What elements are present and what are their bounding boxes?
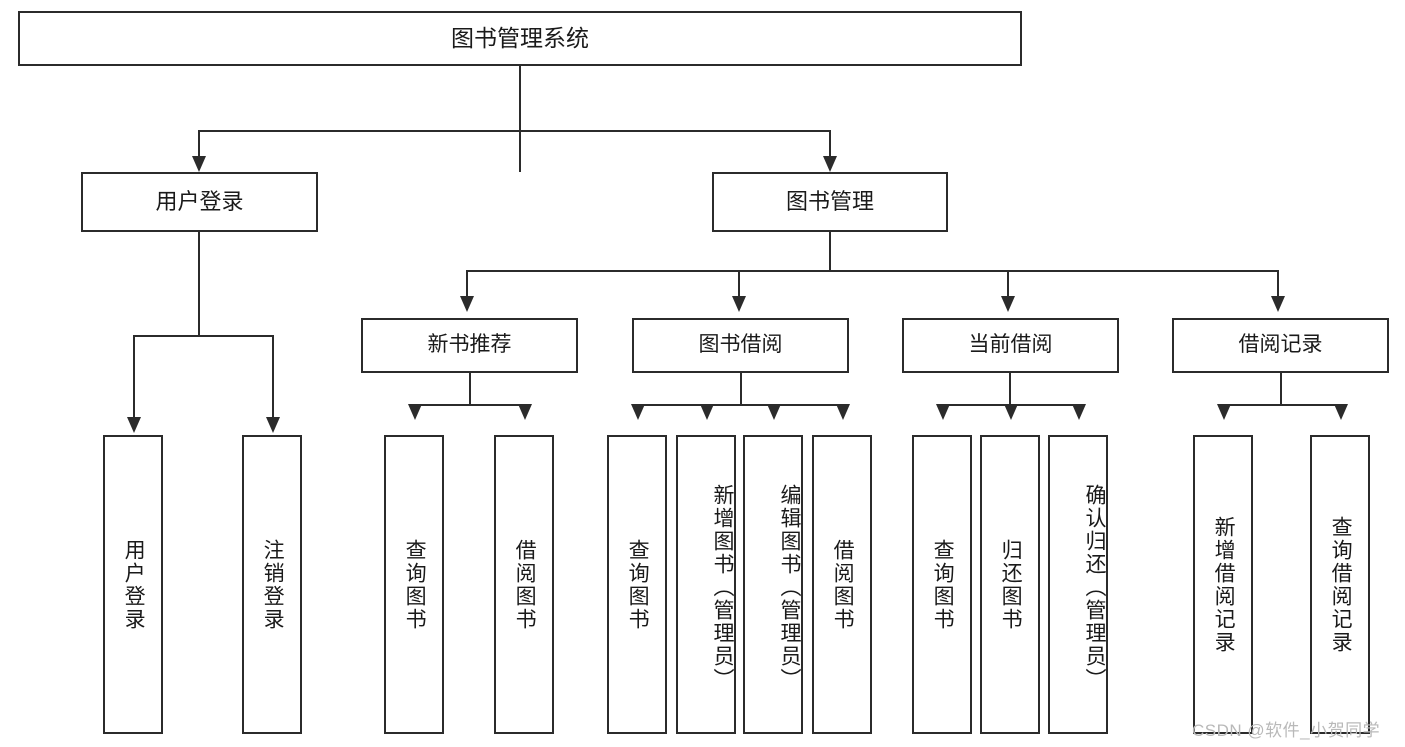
connector-userlogin-drop-2	[272, 335, 274, 419]
node-borrow-record[interactable]: 借阅记录	[1172, 318, 1389, 373]
arrow-to-leaf-confirm-return	[1072, 404, 1086, 420]
node-current-borrow[interactable]: 当前借阅	[902, 318, 1119, 373]
connector-userlogin-drop-1	[133, 335, 135, 419]
node-label: 新增图书（管理员）	[711, 484, 734, 691]
connector-userlogin-stem	[198, 232, 200, 335]
arrow-to-leaf-query-book-1	[408, 404, 422, 420]
node-label: 编辑图书（管理员）	[778, 484, 801, 691]
connector-userlogin-bar	[133, 335, 274, 337]
node-leaf-add-record[interactable]: 新增借阅记录	[1193, 435, 1253, 734]
arrow-to-leaf-query-book-2	[631, 404, 645, 420]
arrow-to-leaf-query-book-3	[936, 404, 950, 420]
node-label: 确认归还（管理员）	[1083, 484, 1106, 691]
node-leaf-query-book-1[interactable]: 查询图书	[384, 435, 444, 734]
arrow-to-book-borrow	[732, 296, 746, 312]
node-leaf-return-book[interactable]: 归还图书	[980, 435, 1040, 734]
node-label: 借阅图书	[513, 538, 537, 631]
node-label: 图书借阅	[698, 333, 783, 357]
node-label: 借阅图书	[831, 538, 855, 631]
node-new-book-recommend[interactable]: 新书推荐	[361, 318, 578, 373]
node-leaf-user-login[interactable]: 用户登录	[103, 435, 163, 734]
connector-bookmgmt-drop-1	[466, 270, 468, 298]
node-leaf-edit-book[interactable]: 编辑图书（管理员）	[743, 435, 803, 734]
arrow-to-leaf-borrow-book-1	[518, 404, 532, 420]
node-label: 查询图书	[403, 538, 427, 631]
arrow-to-user-login	[192, 156, 206, 172]
connector-newbook-bar	[414, 404, 524, 406]
node-leaf-logout-login[interactable]: 注销登录	[242, 435, 302, 734]
node-leaf-add-book[interactable]: 新增图书（管理员）	[676, 435, 736, 734]
arrow-to-leaf-query-record	[1334, 404, 1348, 420]
arrow-to-borrow-record	[1271, 296, 1285, 312]
node-label: 新书推荐	[427, 333, 512, 357]
node-label: 查询图书	[931, 538, 955, 631]
connector-borrowrecord-bar	[1223, 404, 1341, 406]
connector-newbook-stem	[469, 373, 471, 404]
arrow-to-leaf-return-book	[1004, 404, 1018, 420]
connector-bookborrow-bar	[637, 404, 842, 406]
arrow-to-new-book-recommend	[460, 296, 474, 312]
node-label: 查询图书	[626, 538, 650, 631]
connector-root-bar	[198, 130, 831, 132]
node-root-system[interactable]: 图书管理系统	[18, 11, 1022, 66]
arrow-to-leaf-add-record	[1217, 404, 1231, 420]
node-book-management[interactable]: 图书管理	[712, 172, 948, 232]
node-leaf-query-book-2[interactable]: 查询图书	[607, 435, 667, 734]
node-label: 新增借阅记录	[1212, 515, 1236, 654]
node-label: 图书管理系统	[451, 25, 589, 52]
connector-bookmgmt-bar	[466, 270, 1278, 272]
connector-bookborrow-stem	[740, 373, 742, 404]
connector-bookmgmt-drop-3	[1007, 270, 1009, 298]
arrow-to-leaf-user-login	[127, 417, 141, 433]
node-leaf-query-record[interactable]: 查询借阅记录	[1310, 435, 1370, 734]
node-leaf-query-book-3[interactable]: 查询图书	[912, 435, 972, 734]
connector-bookmgmt-stem	[829, 232, 831, 270]
node-label: 用户登录	[155, 189, 244, 215]
connector-bookmgmt-drop-4	[1277, 270, 1279, 298]
node-label: 注销登录	[261, 538, 285, 631]
watermark-text: CSDN @软件_小贺同学	[1192, 721, 1381, 740]
node-user-login[interactable]: 用户登录	[81, 172, 318, 232]
arrow-to-leaf-add-book	[700, 404, 714, 420]
node-label: 归还图书	[999, 538, 1023, 631]
arrow-to-book-management	[823, 156, 837, 172]
connector-bookmgmt-drop-2	[738, 270, 740, 298]
arrow-to-leaf-logout-login	[266, 417, 280, 433]
arrow-to-current-borrow	[1001, 296, 1015, 312]
connector-root-drop-left	[198, 130, 200, 158]
connector-borrowrecord-stem	[1280, 373, 1282, 404]
connector-root-drop-right	[829, 130, 831, 158]
node-label: 用户登录	[122, 538, 146, 631]
node-leaf-borrow-book-2[interactable]: 借阅图书	[812, 435, 872, 734]
node-leaf-confirm-return[interactable]: 确认归还（管理员）	[1048, 435, 1108, 734]
connector-root-stem	[519, 66, 521, 172]
node-label: 借阅记录	[1238, 333, 1323, 357]
node-leaf-borrow-book-1[interactable]: 借阅图书	[494, 435, 554, 734]
connector-currentborrow-stem	[1009, 373, 1011, 404]
node-label: 图书管理	[785, 189, 874, 215]
arrow-to-leaf-edit-book	[767, 404, 781, 420]
node-label: 查询借阅记录	[1329, 515, 1353, 654]
arrow-to-leaf-borrow-book-2	[836, 404, 850, 420]
node-book-borrow[interactable]: 图书借阅	[632, 318, 849, 373]
node-label: 当前借阅	[968, 333, 1053, 357]
